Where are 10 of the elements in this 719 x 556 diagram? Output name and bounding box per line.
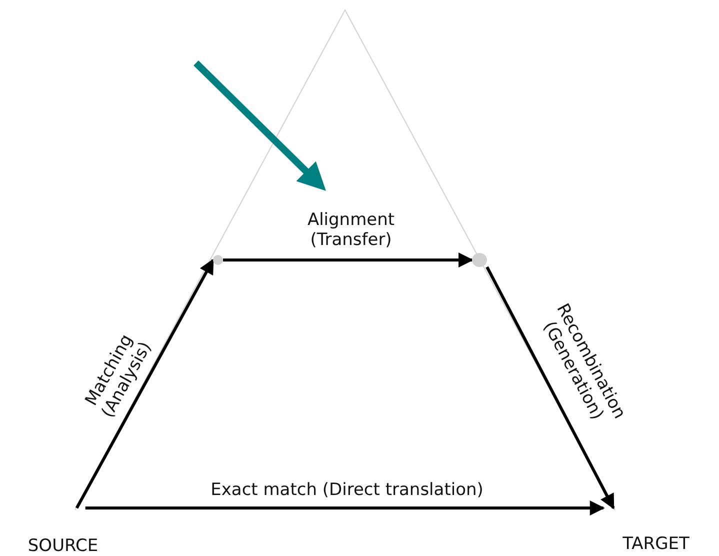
edge-label: Alignment (Transfer) xyxy=(306,210,396,250)
corner-label: SOURCE xyxy=(28,536,98,556)
arrow xyxy=(486,266,615,510)
junction-point xyxy=(472,253,487,267)
corner-label: TARGET xyxy=(622,534,690,554)
arrow xyxy=(75,258,214,509)
junction-point xyxy=(213,255,223,265)
edge-label: Exact match (Direct translation) xyxy=(210,480,484,500)
arrow xyxy=(85,500,605,516)
arrow xyxy=(223,252,474,268)
